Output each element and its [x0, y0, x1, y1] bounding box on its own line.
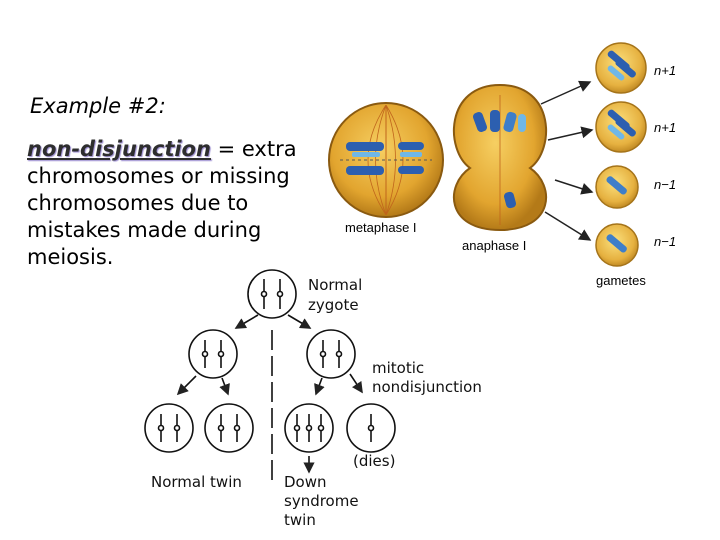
- arrow-to-gamete-3: [554, 179, 594, 195]
- gamete-4: [595, 223, 639, 267]
- definition-text: non-disjunction = extra chromosomes or m…: [27, 136, 327, 271]
- arrow-to-gamete-4: [544, 211, 592, 241]
- gamete-4-label: n−1: [654, 234, 676, 249]
- definition-line-3: mistakes made during: [27, 218, 262, 242]
- arrow-left-1: [176, 375, 197, 396]
- normal-zygote-label-2: zygote: [308, 296, 359, 314]
- gamete-2: [595, 101, 647, 153]
- anaphase-label: anaphase I: [462, 238, 526, 253]
- arrow-right-1: [314, 377, 325, 396]
- left-daughter-cell: [188, 329, 238, 379]
- normal-twin-label: Normal twin: [151, 473, 242, 491]
- definition-first-line: = extra: [210, 137, 297, 161]
- arrow-to-gamete-2: [547, 126, 594, 141]
- gamete-1: [595, 42, 647, 94]
- down-label-2: syndrome: [284, 492, 359, 510]
- term-non-disjunction: non-disjunction: [27, 137, 211, 161]
- gamete-3-label: n−1: [654, 177, 676, 192]
- mitotic-label-2: nondisjunction: [372, 378, 482, 396]
- trisomic-cell: [284, 403, 334, 453]
- gamete-2-label: n+1: [654, 120, 676, 135]
- definition-line-2: chromosomes due to: [27, 191, 249, 215]
- mitosis-figure: [144, 269, 396, 480]
- normal-zygote-label-1: Normal: [308, 276, 362, 294]
- arrow-right-2: [349, 373, 363, 394]
- metaphase-cell: [328, 102, 444, 218]
- arrow-zygote-left: [234, 314, 259, 329]
- example-title: Example #2:: [30, 94, 166, 118]
- meiosis-figure: metaphase I anaphase I: [328, 42, 676, 288]
- normal-twin-cell-1: [144, 403, 194, 453]
- normal-zygote-cell: [247, 269, 297, 319]
- definition-line-4: meiosis.: [27, 245, 114, 269]
- gametes-label: gametes: [596, 273, 646, 288]
- definition-line-1: chromosomes or missing: [27, 164, 290, 188]
- monosomic-cell: [346, 403, 396, 453]
- slide-text-block: Example #2: non-disjunction = extra chro…: [27, 92, 327, 271]
- arrow-zygote-right: [287, 314, 312, 329]
- right-daughter-cell: [306, 329, 356, 379]
- down-label-3: twin: [284, 511, 316, 529]
- arrow-left-2: [219, 377, 230, 396]
- normal-twin-cell-2: [204, 403, 254, 453]
- arrow-to-gamete-1: [540, 80, 592, 105]
- down-label-1: Down: [284, 473, 327, 491]
- anaphase-cell: [452, 83, 548, 232]
- mitotic-label-1: mitotic: [372, 359, 424, 377]
- metaphase-label: metaphase I: [345, 220, 417, 235]
- dies-label: (dies): [353, 452, 395, 470]
- gamete-3: [595, 165, 639, 209]
- gamete-1-label: n+1: [654, 63, 676, 78]
